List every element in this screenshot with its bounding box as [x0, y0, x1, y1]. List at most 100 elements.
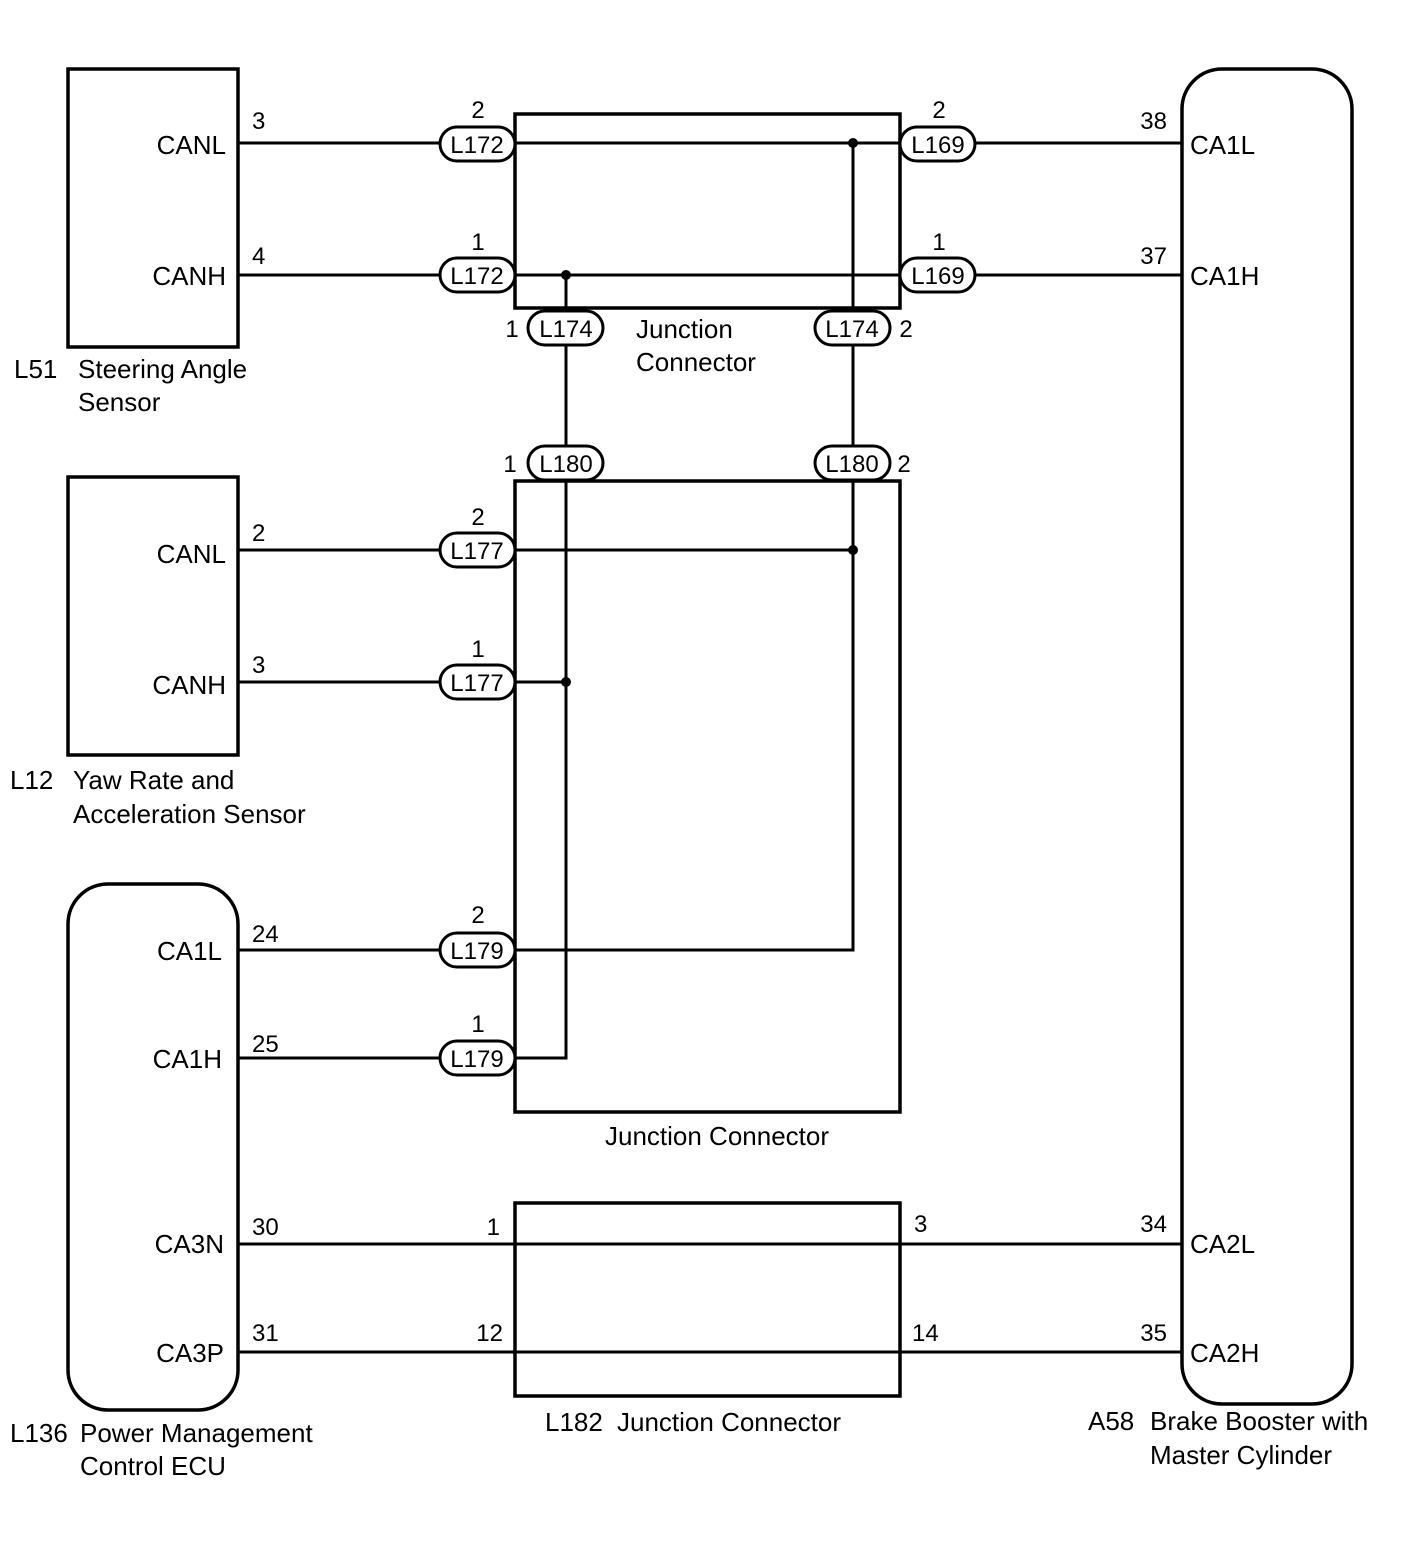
junction-connector-bottom-box	[513, 1201, 902, 1398]
connector-code: L172	[450, 263, 503, 290]
component-id: L51	[14, 354, 57, 384]
connector-pin-number: 2	[471, 902, 484, 929]
junction-pin-number: 14	[912, 1320, 939, 1347]
pin-label: CA1H	[153, 1044, 222, 1074]
junction-pin-number: 3	[914, 1211, 927, 1238]
connector-pin-number: 2	[899, 316, 912, 343]
wire-l136-ca1h	[238, 275, 568, 1060]
connector-l169-pin2	[898, 125, 977, 163]
junction-top-label: Connector	[636, 347, 756, 377]
connector-code: L177	[450, 670, 503, 697]
component-name: Brake Booster with	[1150, 1406, 1368, 1436]
connector-l180-pin2	[813, 444, 892, 482]
component-name: Yaw Rate and	[73, 765, 234, 795]
connector-l174-pin2	[813, 309, 892, 347]
connector-code: L172	[450, 132, 503, 159]
pin-number: 24	[252, 921, 279, 948]
pin-number: 3	[252, 652, 265, 679]
pin-number: 30	[252, 1214, 279, 1241]
splice-dot	[848, 138, 858, 148]
connector-l169-pin1	[898, 256, 977, 294]
junction-pin-number: 12	[476, 1320, 503, 1347]
connector-pin-number: 1	[471, 636, 484, 663]
connector-code: L179	[450, 938, 503, 965]
l12-labels: CANL CANH 2 3 L12 Yaw Rate and Accelerat…	[10, 520, 306, 829]
pin-number: 4	[252, 243, 265, 270]
junction-pin-number: 1	[487, 1214, 500, 1241]
connector-code: L174	[539, 316, 592, 343]
junction-connector-top-box	[513, 112, 902, 310]
component-name: Control ECU	[80, 1451, 226, 1481]
connector-pin-number: 2	[471, 504, 484, 531]
pin-label: CANL	[157, 539, 226, 569]
l12-yaw-sensor-box	[66, 475, 240, 757]
l51-labels: CANL CANH 3 4 L51 Steering Angle Sensor	[14, 108, 265, 417]
junction-bottom-id: L182	[545, 1407, 603, 1437]
component-id: L136	[10, 1418, 68, 1448]
component-id: A58	[1088, 1406, 1134, 1436]
pin-label: CANH	[152, 261, 226, 291]
pin-label: CA1L	[1190, 130, 1255, 160]
junction-connector-middle-box	[513, 479, 902, 1114]
pin-number: 2	[252, 520, 265, 547]
connector-pin-number: 2	[932, 97, 945, 124]
pin-number: 37	[1140, 243, 1167, 270]
l136-labels: CA1L CA1H CA3N CA3P 24 25 30 31 L136 Pow…	[10, 921, 313, 1481]
pin-label: CANH	[152, 670, 226, 700]
pin-number: 35	[1140, 1320, 1167, 1347]
connector-code: L174	[825, 316, 878, 343]
pin-label: CA1L	[157, 936, 222, 966]
pin-number: 3	[252, 108, 265, 135]
connector-pin-number: 2	[897, 451, 910, 478]
component-id: L12	[10, 765, 53, 795]
connector-pin-number: 1	[471, 229, 484, 256]
connector-l180-pin1	[526, 444, 605, 482]
pin-label: CA3N	[155, 1229, 224, 1259]
connector-l179-pin2	[438, 931, 517, 969]
pin-label: CA3P	[156, 1338, 224, 1368]
l136-power-ecu-box	[66, 882, 240, 1412]
connector-l172-pin1	[438, 256, 517, 294]
splice-points	[561, 138, 858, 687]
connector-pills: L172 2 L172 1 L169 2 L169 1 L174 1 L174 …	[438, 97, 977, 1077]
connector-pin-number: 2	[471, 97, 484, 124]
component-name: Power Management	[80, 1418, 313, 1448]
connector-code: L169	[911, 132, 964, 159]
connector-code: L180	[825, 451, 878, 478]
connector-l177-pin2	[438, 531, 517, 569]
connector-l172-pin2	[438, 125, 517, 163]
junction-bottom-label: Junction Connector	[617, 1407, 841, 1437]
splice-dot	[561, 270, 571, 280]
component-name: Steering Angle	[78, 354, 247, 384]
connector-pin-number: 1	[932, 229, 945, 256]
pin-label: CA2H	[1190, 1338, 1259, 1368]
connector-code: L169	[911, 263, 964, 290]
connector-pin-number: 1	[505, 316, 518, 343]
component-name: Sensor	[78, 387, 161, 417]
a58-labels: CA1L CA1H CA2L CA2H 38 37 34 35 A58 Brak…	[1088, 108, 1368, 1470]
pin-label: CANL	[157, 130, 226, 160]
pin-number: 31	[252, 1320, 279, 1347]
component-name: Acceleration Sensor	[73, 799, 306, 829]
pin-label: CA1H	[1190, 261, 1259, 291]
connector-l179-pin1	[438, 1039, 517, 1077]
pin-number: 34	[1140, 1211, 1167, 1238]
wire-l136-ca1l	[238, 143, 855, 952]
splice-dot	[561, 677, 571, 687]
connector-l174-pin1	[526, 309, 605, 347]
l51-steering-sensor-box	[66, 67, 240, 349]
connector-code: L177	[450, 538, 503, 565]
junction-labels: Junction Connector Junction Connector L1…	[476, 314, 938, 1437]
connector-code: L179	[450, 1046, 503, 1073]
junction-middle-label: Junction Connector	[605, 1121, 829, 1151]
junction-top-label: Junction	[636, 314, 733, 344]
connector-pin-number: 1	[471, 1011, 484, 1038]
a58-brake-booster-box	[1180, 67, 1354, 1406]
connector-l177-pin1	[438, 663, 517, 701]
connector-pin-number: 1	[503, 451, 516, 478]
splice-dot	[848, 545, 858, 555]
pin-label: CA2L	[1190, 1229, 1255, 1259]
pin-number: 38	[1140, 108, 1167, 135]
pin-number: 25	[252, 1031, 279, 1058]
